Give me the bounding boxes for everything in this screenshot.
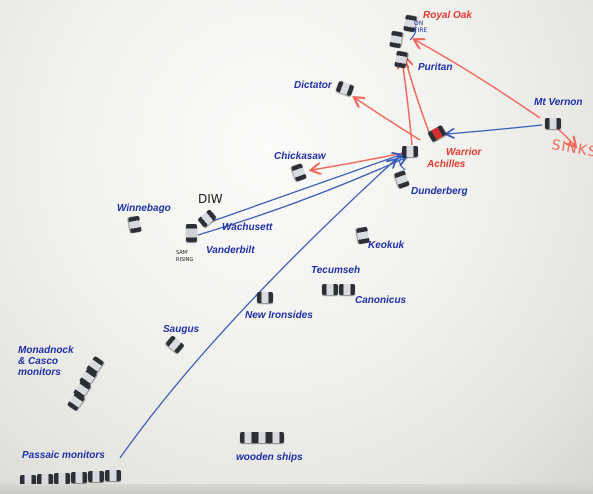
label-vanderbilt: Vanderbilt	[206, 245, 255, 256]
label-mt-vernon: Mt Vernon	[534, 97, 583, 108]
label-achilles: Achilles	[427, 159, 466, 170]
label-warrior: Warrior	[446, 147, 482, 158]
arrow-mt-vernon-to-warrior	[447, 124, 543, 134]
passaic-ship-3[interactable]	[54, 473, 70, 484]
wooden-ship-3[interactable]	[268, 432, 284, 443]
note-diw: DIW	[198, 192, 223, 206]
label-passaic-monitors: Passaic monitors	[22, 450, 105, 461]
label-winnebago: Winnebago	[117, 203, 171, 214]
label-tecumseh: Tecumseh	[311, 265, 361, 276]
label-wachusett: Wachusett	[222, 222, 273, 233]
label-wooden-ships: wooden ships	[236, 452, 303, 463]
label-dictator: Dictator	[294, 80, 332, 91]
arrow-mt-vernon-to-royal-oak	[415, 40, 541, 119]
new-ironsides-ship[interactable]	[257, 292, 273, 303]
arrow-wachusett-to-achilles	[209, 155, 400, 223]
arrow-dunderberg-hook	[399, 155, 406, 171]
vanderbilt-ship[interactable]	[186, 224, 197, 242]
label-royal-oak: Royal Oak	[423, 10, 472, 21]
note-on-fire: ON FIRE	[414, 20, 428, 34]
label-dunderberg: Dunderberg	[411, 186, 468, 197]
arrow-warrior-to-dictator	[355, 98, 421, 141]
canonicus-ship[interactable]	[339, 284, 355, 295]
wooden-ship-1[interactable]	[240, 432, 256, 443]
passaic-ship-4[interactable]	[71, 472, 87, 483]
passaic-ship-2[interactable]	[37, 474, 53, 485]
label-monadnock-casco: Monadnock & Casco monitors	[18, 345, 74, 378]
passaic-ship-6[interactable]	[105, 470, 121, 481]
label-keokuk: Keokuk	[368, 240, 405, 251]
achilles-ship[interactable]	[402, 146, 418, 157]
label-chickasaw: Chickasaw	[274, 151, 326, 162]
note-sunk-rising: SAM' RISING	[176, 250, 194, 263]
arrow-vanderbilt-to-achilles	[197, 158, 405, 236]
label-puritan: Puritan	[418, 62, 453, 73]
label-saugus: Saugus	[163, 324, 200, 335]
wooden-ship-2[interactable]	[254, 432, 270, 443]
tecumseh-ship[interactable]	[322, 284, 338, 295]
mt-vernon-ship[interactable]	[545, 118, 561, 129]
arrow-mt-vernon-to-sinks	[556, 127, 575, 146]
passaic-ship-5[interactable]	[88, 471, 104, 482]
label-canonicus: Canonicus	[355, 295, 407, 306]
arrow-passaic-to-achilles	[119, 160, 395, 459]
passaic-ship-1[interactable]	[20, 475, 36, 486]
label-new-ironsides: New Ironsides	[245, 310, 313, 321]
